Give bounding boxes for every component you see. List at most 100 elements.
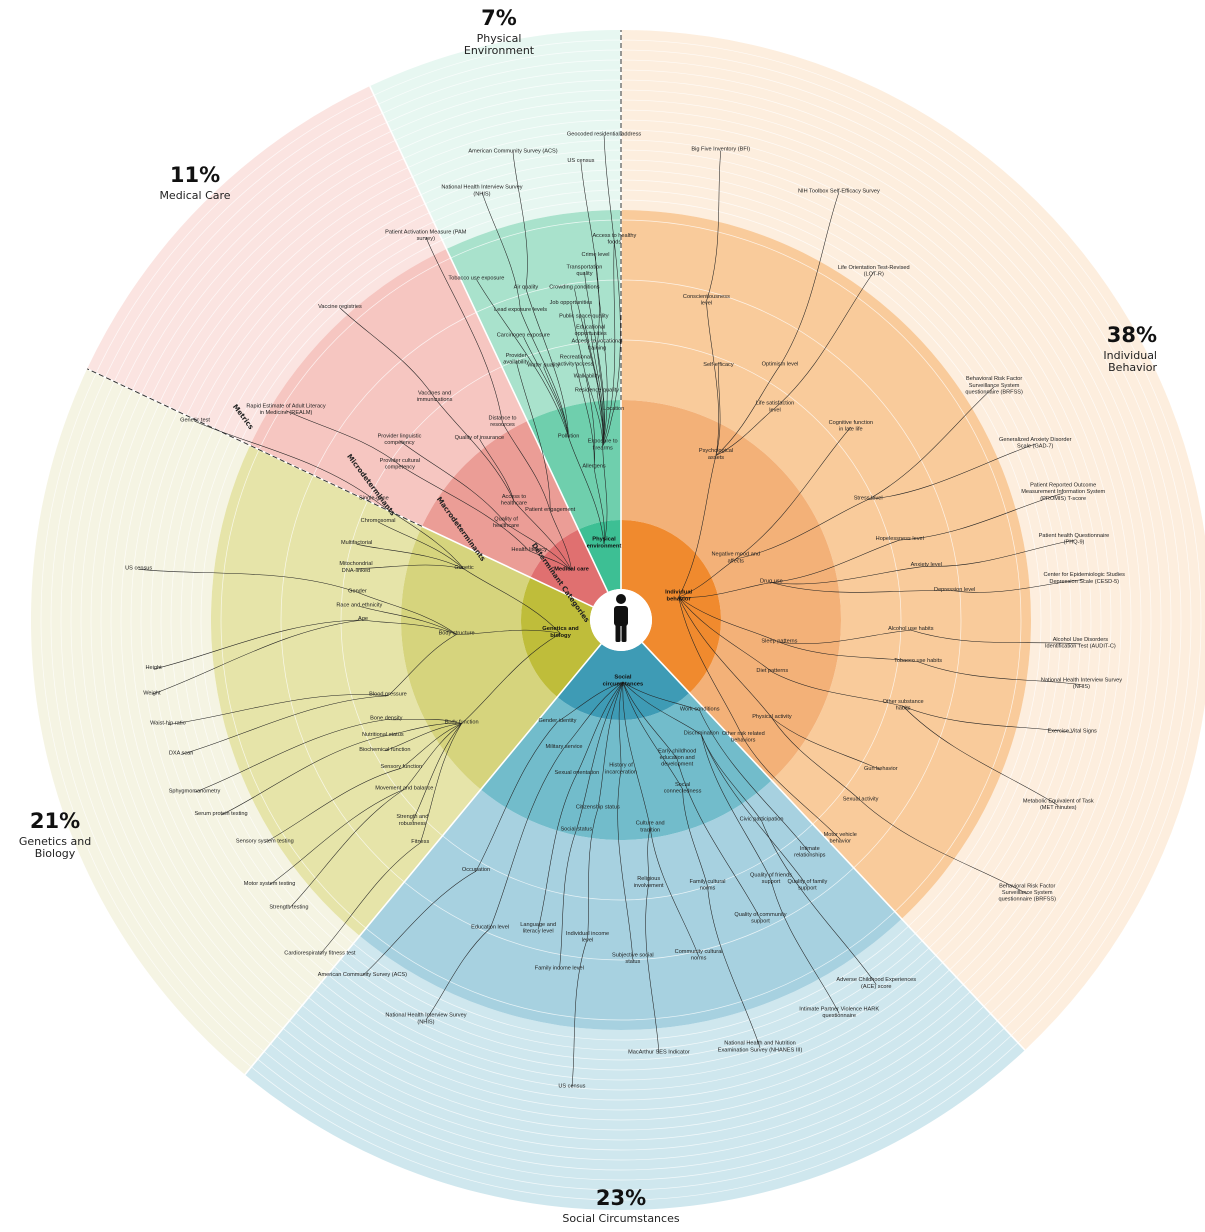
connector-curve [404,723,462,790]
micro-label: Sensory function [380,764,422,770]
connector-curve [596,391,604,446]
connector-curve [505,523,572,571]
percent-physical: 7% [481,6,517,30]
connector-curve [678,596,780,643]
connector-curve [771,717,881,771]
connector-curve [860,800,1028,895]
connector-curve [678,597,773,719]
connector-curve [513,500,572,571]
micro-label: Single-gene [359,495,389,501]
connector-curve [735,426,852,560]
dashed-divider [86,368,423,527]
connector-curve [917,661,1082,685]
micro-label: Air quality [514,284,539,290]
connector-curve [285,410,400,466]
connector-curve [622,681,651,829]
connector-curve [868,443,1036,500]
connector-curve [593,467,605,544]
connector-curve [525,288,569,438]
connector-curve [557,681,624,723]
connector-curve [699,710,811,854]
sector-physical-mid [446,210,621,421]
micro-label: Depression level [934,587,975,593]
connector-curve [645,883,660,1054]
connector-curve [362,619,457,635]
metric-label: DXA scan [169,750,194,756]
micro-label: Residence quality [575,387,619,393]
metric-label: Patient health Questionnaire(PHQ-9) [1039,533,1110,546]
micro-label: Public space quality [559,313,609,319]
metric-label: US census [558,1083,585,1089]
micro-label: Civic participation [740,817,784,823]
connector-curve [678,455,717,598]
connector-curve [771,717,861,801]
connector-curve [362,870,477,977]
connector-curve [512,152,528,289]
caption-individual: Individual [1103,349,1157,362]
connector-curve [584,271,605,446]
connector-curve [570,303,596,468]
macro-label: Military service [546,744,583,750]
connector-curve [461,633,561,724]
connector-curve [622,681,702,735]
metric-label: Motor system testing [244,881,296,887]
sector-individual-inner [621,400,841,781]
micro-label: Crime level [582,252,610,258]
connector-curve [618,681,624,771]
metric-label: American Community Survey (ACS) [468,148,557,154]
micro-label: Anxiety level [911,562,942,568]
caption-social: Social Circumstances [562,1212,679,1225]
metric-label: Adverse Childhood Experiences(ACE) score [836,977,916,990]
connector-curve [954,579,1085,593]
metric-label: Metabolic Equivalent of Task(MET minutes… [1023,798,1094,811]
sector-individual-core [621,520,721,693]
connector-curve [420,723,462,844]
connector-curve [779,629,911,645]
micro-label: Self-efficacy [703,362,734,368]
connector-curve [264,767,402,843]
micro-label: Movement and balance [375,785,433,791]
connector-curve [622,681,683,790]
metric-label: NIH Toolbox Self-Efficacy Survey [798,188,880,194]
sector-social-inner [480,692,772,840]
connector-curve [412,723,462,822]
micro-label: Hopelessness level [876,536,924,542]
macro-label: Allergens [582,463,606,469]
micro-label: Optimism level [762,362,799,368]
connector-curve [603,135,621,411]
micro-label: Tobacco use habits [894,658,942,664]
connector-curve [771,582,955,593]
micro-label: Fitness [411,839,429,845]
macro-label: Sleep patterns [761,638,797,644]
micro-label: Location [603,406,624,412]
micro-label: Stress level [854,495,883,501]
metric-label: MacArthur SES Indicator [628,1049,690,1055]
connector-curve [537,773,578,930]
micro-label: Nutritional status [362,732,404,738]
sector-genetics-mid [210,445,481,936]
connector-curve [903,705,1073,733]
connector-curve [576,681,624,774]
sector-physical-inner [527,400,621,530]
sector-medical-mid [250,249,528,527]
connector-curve [575,361,595,468]
connector-curve [602,240,616,447]
connector-curve [489,747,565,929]
metric-label: Strength testing [269,905,308,911]
micro-label: Alcohol use habits [888,626,934,632]
divider-physical [369,85,609,593]
